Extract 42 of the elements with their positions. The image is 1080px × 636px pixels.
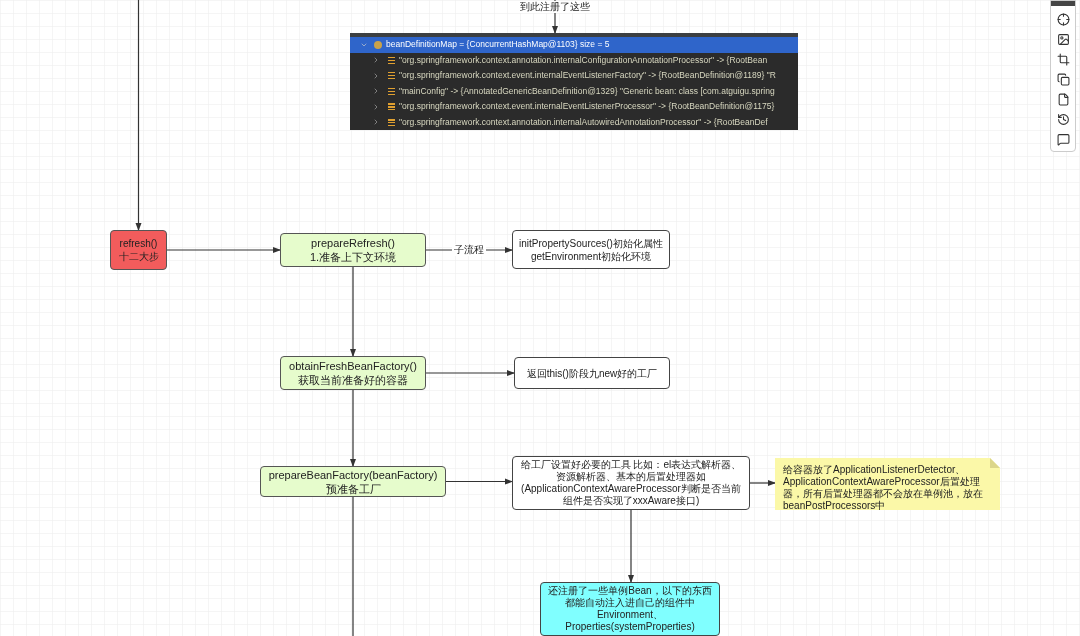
map-entry-text: "org.springframework.context.annotation.internalConfigurationAnnotationProcessor" -> {RootBean <box>399 53 768 67</box>
node-text: 十二大步 <box>118 250 159 263</box>
arrow <box>135 0 142 231</box>
arrow <box>166 247 281 253</box>
edge-label: 子流程 <box>452 244 486 256</box>
sticky-note <box>775 458 1000 510</box>
node-text: getEnvironment初始化环境 <box>530 249 651 263</box>
arrow <box>445 478 513 485</box>
note-box <box>512 456 750 510</box>
map-entry-text: "mainConfig" -> {AnnotatedGenericBeanDefinition@1329} "Generic bean: class [com.atguigu.spring <box>399 84 775 98</box>
start-box <box>110 230 167 270</box>
node-text: prepareBeanFactory(beanFactory) <box>268 467 438 482</box>
note-box <box>514 357 670 389</box>
process-box <box>260 466 446 497</box>
map-entry-text: "org.springframework.context.event.internalEventListenerFactory" -> {RootBeanDefinition@1189} "R <box>399 69 776 83</box>
node-text: 给容器放了ApplicationListenerDetector、ApplicationContextAwareProcessor后置处理器，所有后置处理器都不会放在单例池，放在beanPostProcessors中 <box>783 464 984 512</box>
node-text: 给工厂设置好必要的工具 比如：el表达式解析器、资源解析器、基本的后置处理器如(ApplicationContextAwareProcessor判断是否当前组件是否实现了xxxAware接口) <box>519 459 743 507</box>
edge-label: 到此注册了这些 <box>518 1 592 13</box>
note-box <box>512 230 670 269</box>
node-text: 返回this()阶段九new好的工厂 <box>526 366 658 380</box>
node-text: Properties(systemProperties) <box>565 621 695 633</box>
process-box <box>540 582 720 636</box>
arrow <box>425 370 515 376</box>
map-entry-text: "org.springframework.context.annotation.internalAutowiredAnnotationProcessor" -> {RootBeanDef <box>399 115 768 129</box>
node-text: prepareRefresh() <box>311 236 395 250</box>
process-box <box>280 356 426 390</box>
arrow <box>749 480 776 486</box>
process-box <box>280 233 426 267</box>
debugger-screenshot <box>350 33 798 130</box>
map-entry-text: "org.springframework.context.event.internalEventListenerProcessor" -> {RootBeanDefinition@1175} <box>399 100 775 114</box>
node-text: 获取当前准备好的容器 <box>298 373 408 387</box>
arrow <box>628 509 634 583</box>
node-text: initPropertySources()初始化属性 <box>519 236 663 250</box>
node-text: obtainFreshBeanFactory() <box>289 359 417 373</box>
arrow <box>350 389 356 467</box>
node-text: 1.准备上下文环境 <box>309 250 397 264</box>
node-text: refresh() <box>119 237 158 250</box>
node-text: Environment、 <box>596 609 664 621</box>
variable-text: beanDefinitionMap = {ConcurrentHashMap@1103} size = 5 <box>386 38 610 52</box>
node-text: 还注册了一些单例Bean，以下的东西都能自动注入进自己的组件中 <box>547 585 713 609</box>
arrow <box>350 266 356 357</box>
node-text: 预准备工厂 <box>325 481 381 496</box>
